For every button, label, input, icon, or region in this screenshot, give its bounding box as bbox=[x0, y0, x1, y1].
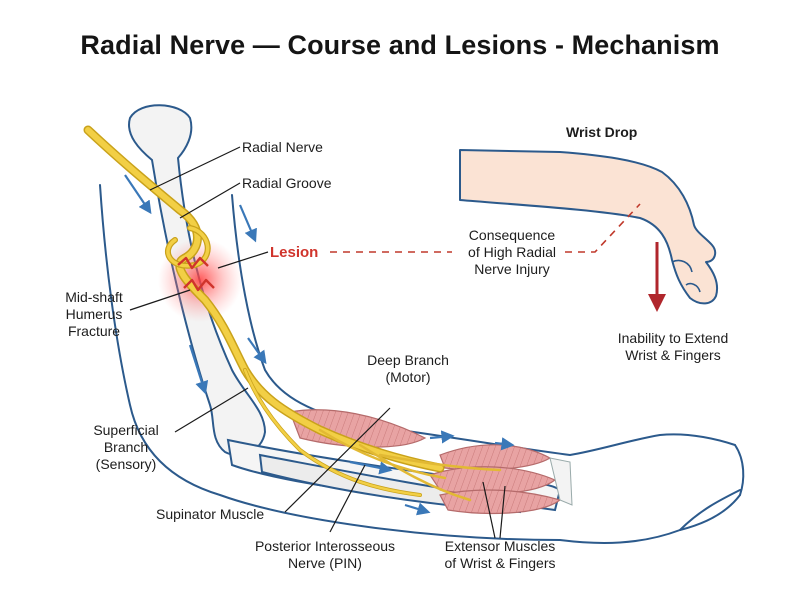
label-extensor-line1: Extensor Muscles bbox=[444, 538, 556, 554]
lesion-marks bbox=[177, 256, 215, 292]
label-deep-branch-line1: Deep Branch bbox=[367, 352, 449, 368]
leader-lines bbox=[129, 146, 506, 539]
label-radial-nerve: Radial Nerve bbox=[242, 139, 323, 155]
label-consequence-line1: Consequence bbox=[468, 227, 556, 243]
label-pin-line2: Nerve (PIN) bbox=[288, 555, 362, 571]
label-inability: Inability to Extend Wrist & Fingers bbox=[598, 330, 748, 364]
label-extensor-line2: of Wrist & Fingers bbox=[444, 555, 556, 571]
label-deep-branch-line2: (Motor) bbox=[385, 369, 431, 385]
wrist-drop-hand bbox=[459, 149, 718, 305]
wrist-drop-arrow bbox=[648, 242, 666, 312]
label-superficial-line1: Superficial bbox=[93, 422, 159, 438]
label-supinator: Supinator Muscle bbox=[156, 506, 265, 522]
extensor-muscles-shape bbox=[429, 444, 573, 515]
label-midshaft-line3: Fracture bbox=[67, 323, 121, 339]
label-lesion: Lesion bbox=[270, 244, 319, 261]
label-midshaft-line2: Humerus bbox=[65, 306, 123, 322]
label-deep-branch: Deep Branch (Motor) bbox=[360, 352, 456, 386]
label-superficial-line3: (Sensory) bbox=[95, 456, 157, 472]
label-midshaft-fracture: Mid-shaft Humerus Fracture bbox=[55, 289, 133, 340]
supinator-muscle-shape bbox=[289, 409, 427, 448]
flow-arrows bbox=[124, 174, 515, 516]
label-superficial-branch: Superficial Branch (Sensory) bbox=[76, 422, 176, 473]
label-pin-line1: Posterior Interosseous bbox=[254, 538, 396, 554]
label-consequence-line2: of High Radial bbox=[468, 244, 556, 260]
label-extensor: Extensor Muscles of Wrist & Fingers bbox=[425, 538, 575, 572]
dashed-connectors bbox=[330, 203, 641, 253]
label-superficial-line2: Branch bbox=[103, 439, 149, 455]
label-inability-line1: Inability to Extend bbox=[617, 330, 729, 346]
label-consequence: Consequence of High Radial Nerve Injury bbox=[455, 227, 569, 278]
label-radial-groove: Radial Groove bbox=[242, 175, 332, 191]
label-inability-line2: Wrist & Fingers bbox=[625, 347, 721, 363]
label-wrist-drop: Wrist Drop bbox=[566, 124, 638, 140]
label-pin: Posterior Interosseous Nerve (PIN) bbox=[232, 538, 418, 572]
diagram-title: Radial Nerve — Course and Lesions - Mech… bbox=[80, 30, 720, 60]
label-consequence-line3: Nerve Injury bbox=[474, 261, 550, 277]
label-midshaft-line1: Mid-shaft bbox=[65, 289, 123, 305]
